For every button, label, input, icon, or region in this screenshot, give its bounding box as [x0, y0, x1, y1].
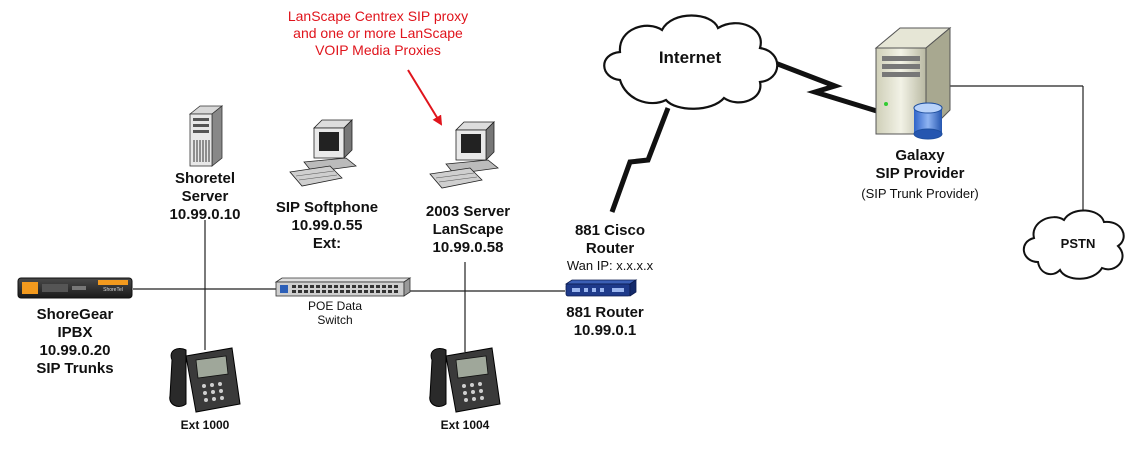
galaxy-label: Galaxy SIP Provider (SIP Trunk Provider): [840, 147, 1000, 202]
shoregear-role: IPBX: [57, 324, 93, 341]
poe-switch-icon: [274, 277, 412, 297]
softphone-computer-icon: [289, 119, 357, 187]
ip-phone-ext1004-icon: [429, 347, 501, 413]
lanscape-computer-icon: [429, 121, 499, 189]
pstn-cloud-icon: [1023, 209, 1125, 280]
lanscape-server-role: LanScape: [432, 221, 504, 238]
galaxy-name: Galaxy: [895, 147, 945, 164]
router-label: 881 Router 10.99.0.1: [545, 304, 665, 340]
pstn-label: PSTN: [1046, 236, 1110, 252]
cisco-router-name: 881 Cisco: [574, 222, 646, 239]
shoretel-server-role: Server: [181, 188, 229, 205]
annotation-arrow: [407, 69, 443, 126]
wan-link-router-internet: [609, 107, 671, 213]
cisco-router-label: 881 Cisco Router Wan IP: x.x.x.x: [545, 222, 675, 274]
shoretel-server-name: Shoretel: [174, 170, 235, 187]
router-name: 881 Router: [566, 304, 644, 321]
shoregear-label: ShoreGear IPBX 10.99.0.20 SIP Trunks: [15, 306, 135, 378]
lanscape-server-label: 2003 Server LanScape 10.99.0.58: [408, 203, 528, 257]
poe-switch-role: Switch: [317, 313, 353, 328]
annotation-line-3: VOIP Media Proxies: [315, 42, 441, 59]
internet-label-text: Internet: [658, 48, 722, 67]
galaxy-server-icon: [874, 26, 952, 140]
poe-switch-label: POE Data Switch: [290, 299, 380, 328]
pstn-label-text: PSTN: [1060, 236, 1096, 251]
galaxy-desc: (SIP Trunk Provider): [861, 186, 979, 201]
shoregear-device-icon: ShoreTel: [17, 277, 133, 299]
router-icon: [564, 279, 638, 297]
ext1000-label-text: Ext 1000: [180, 418, 230, 432]
shoregear-device-text: ShoreTel: [103, 287, 123, 293]
galaxy-role: SIP Provider: [875, 165, 965, 182]
ext1004-label-text: Ext 1004: [440, 418, 490, 432]
annotation-line-2: and one or more LanScape: [293, 25, 463, 42]
ext1000-label: Ext 1000: [170, 418, 240, 432]
lanscape-server-name: 2003 Server: [425, 203, 511, 220]
annotation-line-1: LanScape Centrex SIP proxy: [287, 8, 469, 24]
shoregear-name: ShoreGear: [36, 306, 114, 323]
softphone-label: SIP Softphone 10.99.0.55 Ext:: [262, 199, 392, 253]
annotation-label: LanScape Centrex SIP proxy and one or mo…: [280, 8, 476, 59]
cisco-router-wan: Wan IP: x.x.x.x: [566, 258, 654, 273]
router-ip: 10.99.0.1: [573, 322, 637, 339]
cisco-router-role: Router: [585, 240, 635, 257]
shoregear-trunks: SIP Trunks: [36, 360, 114, 377]
shoretel-server-icon: [188, 105, 224, 167]
ip-phone-ext1000-icon: [169, 347, 241, 413]
connection-lines: [133, 85, 1084, 352]
lanscape-server-ip: 10.99.0.58: [432, 239, 504, 256]
softphone-ext: Ext:: [312, 235, 342, 252]
softphone-name: SIP Softphone: [275, 199, 379, 216]
poe-switch-name: POE Data: [307, 299, 363, 313]
internet-cloud-icon: [603, 14, 779, 110]
shoretel-server-label: Shoretel Server 10.99.0.10: [150, 170, 260, 224]
shoregear-ip: 10.99.0.20: [39, 342, 111, 359]
shoretel-server-ip: 10.99.0.10: [169, 206, 241, 223]
sip-trunk-link: [761, 55, 881, 115]
internet-label: Internet: [640, 48, 740, 68]
softphone-ip: 10.99.0.55: [291, 217, 363, 234]
ext1004-label: Ext 1004: [430, 418, 500, 432]
